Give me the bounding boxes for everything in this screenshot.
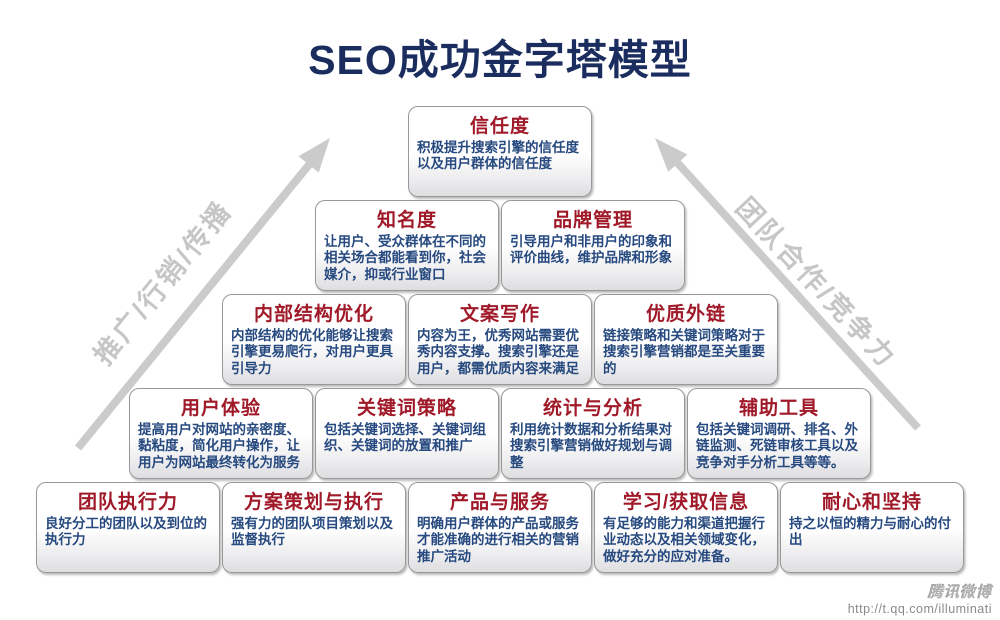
box-title: 文案写作 xyxy=(459,304,540,325)
pyramid-row-1: 信任度 积极提升搜索引擎的信任度以及用户群体的信任度 xyxy=(0,106,1000,197)
box-desc: 强有力的团队项目策划以及监督执行 xyxy=(231,516,393,548)
box-desc: 利用统计数据和分析结果对搜索引擎营销做好规划与调整 xyxy=(510,422,672,470)
pyramid-row-5: 团队执行力 良好分工的团队以及到位的执行力 方案策划与执行 强有力的团队项目策划… xyxy=(0,482,1000,573)
box-desc: 内部结构的优化能够让搜索引擎更易爬行，对用户更具引导力 xyxy=(231,328,393,376)
pyramid-box-learning-info: 学习/获取信息 有足够的能力和渠道把握行业动态以及相关领域变化，做好充分的应对准… xyxy=(594,482,778,573)
pyramid-box-internal-structure: 内部结构优化 内部结构的优化能够让搜索引擎更易爬行，对用户更具引导力 xyxy=(222,294,406,385)
tencent-weibo-logo: 腾讯微博 xyxy=(927,584,992,601)
box-desc: 良好分工的团队以及到位的执行力 xyxy=(45,516,207,548)
pyramid-box-trust: 信任度 积极提升搜索引擎的信任度以及用户群体的信任度 xyxy=(408,106,592,197)
box-desc: 有足够的能力和渠道把握行业动态以及相关领域变化，做好充分的应对准备。 xyxy=(603,516,765,564)
pyramid-row-2: 知名度 让用户、受众群体在不同的相关场合都能看到你，社会媒介，抑或行业窗口 品牌… xyxy=(0,200,1000,291)
box-desc: 明确用户群体的产品或服务才能准确的进行相关的营销推广活动 xyxy=(417,516,579,564)
box-desc: 包括关键词选择、关键词组织、关键词的放置和推广 xyxy=(324,422,486,454)
box-desc: 引导用户和非用户的印象和评价曲线，维护品牌和形象 xyxy=(510,234,672,266)
page-title: SEO成功金字塔模型 xyxy=(308,37,692,83)
box-desc: 内容为王，优秀网站需要优秀内容支撑。搜索引擎还是用户，都需优质内容来满足 xyxy=(417,328,579,376)
pyramid-box-statistics-analysis: 统计与分析 利用统计数据和分析结果对搜索引擎营销做好规划与调整 xyxy=(501,388,685,479)
box-desc: 持之以恒的精力与耐心的付出 xyxy=(789,516,951,548)
box-title: 关键词策略 xyxy=(356,398,457,419)
box-title: 产品与服务 xyxy=(449,492,550,513)
box-title: 学习/获取信息 xyxy=(622,492,750,513)
pyramid-box-brand-management: 品牌管理 引导用户和非用户的印象和评价曲线，维护品牌和形象 xyxy=(501,200,685,291)
box-title: 信任度 xyxy=(469,116,530,137)
pyramid-box-quality-backlinks: 优质外链 链接策略和关键词策略对于搜索引擎营销都是至关重要的 xyxy=(594,294,778,385)
box-desc: 让用户、受众群体在不同的相关场合都能看到你，社会媒介，抑或行业窗口 xyxy=(324,234,486,282)
pyramid-box-product-service: 产品与服务 明确用户群体的产品或服务才能准确的进行相关的营销推广活动 xyxy=(408,482,592,573)
pyramid-box-user-experience: 用户体验 提高用户对网站的亲密度、黏粘度，简化用户操作，让用户为网站最终转化为服… xyxy=(129,388,313,479)
box-title: 品牌管理 xyxy=(552,210,633,231)
box-title: 辅助工具 xyxy=(738,398,819,419)
pyramid-box-planning-execution: 方案策划与执行 强有力的团队项目策划以及监督执行 xyxy=(222,482,406,573)
box-title: 耐心和坚持 xyxy=(821,492,922,513)
pyramid-rows: 信任度 积极提升搜索引擎的信任度以及用户群体的信任度 知名度 让用户、受众群体在… xyxy=(0,106,1000,576)
box-title: 统计与分析 xyxy=(542,398,643,419)
box-title: 内部结构优化 xyxy=(253,304,374,325)
box-title: 知名度 xyxy=(376,210,437,231)
pyramid-box-patience-persistence: 耐心和坚持 持之以恒的精力与耐心的付出 xyxy=(780,482,964,573)
box-desc: 链接策略和关键词策略对于搜索引擎营销都是至关重要的 xyxy=(603,328,765,376)
pyramid-box-team-execution: 团队执行力 良好分工的团队以及到位的执行力 xyxy=(36,482,220,573)
box-title: 方案策划与执行 xyxy=(243,492,384,513)
pyramid-box-keyword-strategy: 关键词策略 包括关键词选择、关键词组织、关键词的放置和推广 xyxy=(315,388,499,479)
box-desc: 积极提升搜索引擎的信任度以及用户群体的信任度 xyxy=(417,140,579,172)
pyramid-box-awareness: 知名度 让用户、受众群体在不同的相关场合都能看到你，社会媒介，抑或行业窗口 xyxy=(315,200,499,291)
watermark-url: http://t.qq.com/illuminati xyxy=(847,602,992,616)
pyramid-box-copywriting: 文案写作 内容为王，优秀网站需要优秀内容支撑。搜索引擎还是用户，都需优质内容来满… xyxy=(408,294,592,385)
box-title: 团队执行力 xyxy=(77,492,178,513)
pyramid-box-auxiliary-tools: 辅助工具 包括关键词调研、排名、外链监测、死链审核工具以及竞争对手分析工具等等。 xyxy=(687,388,871,479)
pyramid-row-3: 内部结构优化 内部结构的优化能够让搜索引擎更易爬行，对用户更具引导力 文案写作 … xyxy=(0,294,1000,385)
box-title: 优质外链 xyxy=(645,304,726,325)
box-desc: 提高用户对网站的亲密度、黏粘度，简化用户操作，让用户为网站最终转化为服务 xyxy=(138,422,300,470)
watermark: 腾讯微博 http://t.qq.com/illuminati xyxy=(848,581,992,616)
box-desc: 包括关键词调研、排名、外链监测、死链审核工具以及竞争对手分析工具等等。 xyxy=(696,422,858,470)
box-title: 用户体验 xyxy=(180,398,261,419)
pyramid-row-4: 用户体验 提高用户对网站的亲密度、黏粘度，简化用户操作，让用户为网站最终转化为服… xyxy=(0,388,1000,479)
